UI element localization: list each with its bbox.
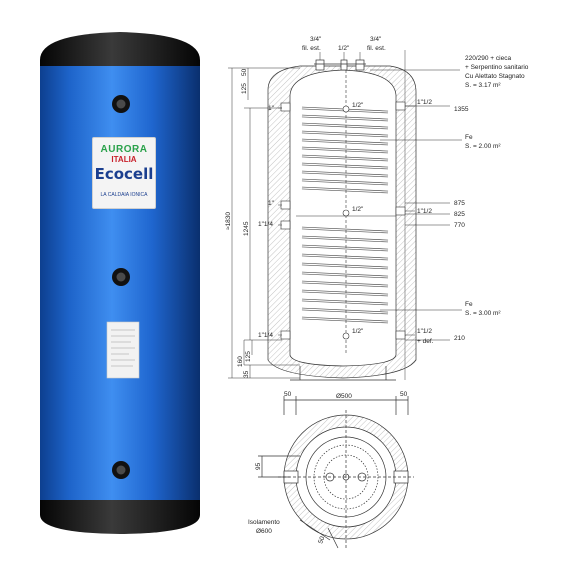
plan-dim-95: 95 [255, 462, 262, 470]
height-770: 770 [454, 222, 465, 229]
top-center-connection: 1/2" [338, 45, 350, 52]
dim-35: 35 [243, 370, 250, 378]
plan-view [258, 396, 414, 549]
dim-125-top: 125 [241, 83, 248, 94]
left-fitting-top: 1" [268, 105, 275, 112]
top-right-connection: 3/4" [370, 36, 382, 43]
left-fitting-middle-low: 1"1/4 [258, 221, 273, 228]
plan-diameter-inner: Ø500 [336, 393, 352, 400]
tank-photo [40, 32, 200, 534]
top-left-connection: 3/4" [310, 36, 322, 43]
spec-line-3: Cu Alettato Stagnato [465, 73, 525, 80]
plan-insulation-diameter: Ø600 [256, 528, 272, 535]
fitting-bottom [112, 461, 130, 479]
spec-line-2: + Serpentino sanitario [465, 64, 529, 71]
fitting-top [112, 95, 130, 113]
tank-bottom-cap [40, 500, 200, 534]
brand-country: ITALIA [111, 155, 137, 164]
dim-1245: 1245 [243, 221, 250, 236]
plan-dim-50-left: 50 [284, 391, 292, 398]
coil-upper-surface: S. = 2.00 m² [465, 143, 501, 150]
fitting-middle [112, 268, 130, 286]
dim-160: 160 [237, 356, 244, 367]
brand-name: Ecocell [94, 165, 154, 183]
brand-tagline: LA CALDAIA IONICA [100, 192, 148, 198]
spec-line-4: S. = 3.17 m² [465, 82, 501, 89]
center-fitting-bottom: 1/2" [352, 328, 364, 335]
coil-lower-material: Fe [465, 301, 473, 308]
tank-top-cap [40, 32, 200, 72]
plan-dim-50-right: 50 [400, 391, 408, 398]
right-fitting-middle: 1"1/2 [417, 208, 432, 215]
right-fitting-bottom: 1"1/2 [417, 328, 432, 335]
plan-dim-50-bottom: 50 [317, 535, 326, 545]
right-fitting-bottom-sub: + def. [417, 338, 434, 345]
coil-lower-surface: S. = 3.00 m² [465, 310, 501, 317]
center-fitting-top: 1/2" [352, 102, 364, 109]
coil-upper-material: Fe [465, 134, 473, 141]
height-1355: 1355 [454, 106, 469, 113]
height-875: 875 [454, 200, 465, 207]
height-210: 210 [454, 335, 465, 342]
top-left-connection-sub: fil. est. [302, 45, 321, 52]
dim-125-bottom: 125 [245, 351, 252, 362]
height-825: 825 [454, 211, 465, 218]
brand-logo: AURORA ITALIA Ecocell LA CALDAIA IONICA [92, 137, 156, 209]
dim-50: 50 [241, 68, 248, 76]
plan-insulation-label: Isolamento [248, 519, 280, 526]
left-fitting-bottom: 1"1/4 [258, 332, 273, 339]
right-fitting-top: 1"1/2 [417, 99, 432, 106]
spec-line-1: 220/290 + cieca [465, 55, 511, 62]
dim-total: ≈1830 [225, 212, 232, 230]
technical-plate [106, 321, 140, 379]
brand-top: AURORA [100, 144, 148, 155]
left-fitting-middle: 1" [268, 200, 275, 207]
top-right-connection-sub: fil. est. [367, 45, 386, 52]
center-fitting-middle: 1/2" [352, 206, 364, 213]
